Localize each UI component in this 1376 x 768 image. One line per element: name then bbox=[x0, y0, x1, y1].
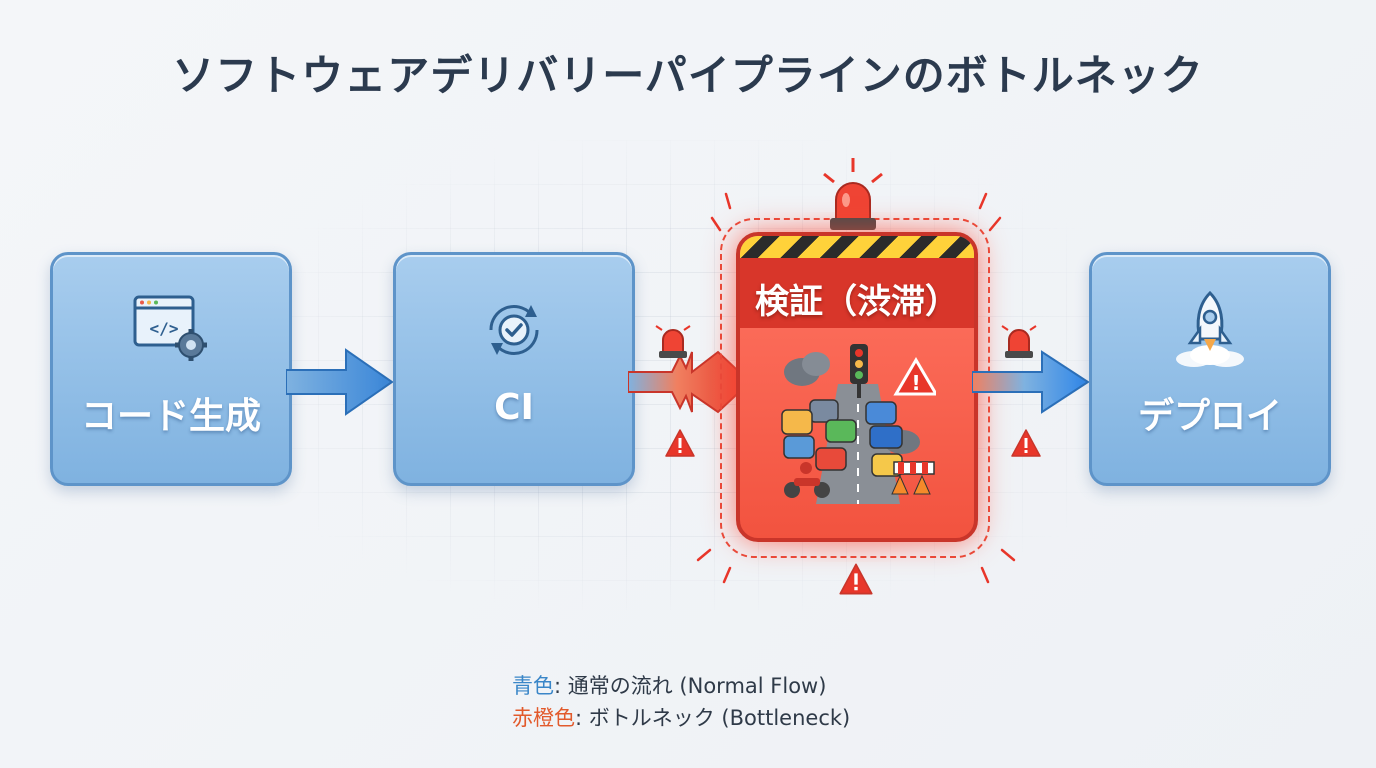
legend-bottleneck-text: : ボトルネック (Bottleneck) bbox=[575, 706, 851, 730]
warning-icon bbox=[1011, 429, 1041, 457]
stage-deploy: デプロイ bbox=[1089, 252, 1331, 486]
svg-text:!: ! bbox=[911, 371, 920, 395]
stage-label: 検証（渋滞） bbox=[755, 282, 959, 322]
flow-arrow-icon bbox=[628, 350, 752, 414]
stage-code-generation: </> コード生成 bbox=[50, 252, 292, 486]
legend-normal: 青色: 通常の流れ (Normal Flow) bbox=[512, 670, 850, 702]
hazard-stripe bbox=[740, 236, 974, 258]
stage-verification-bottleneck: 検証（渋滞） ! bbox=[736, 232, 978, 542]
legend-normal-key: 青色 bbox=[512, 674, 554, 698]
stage-ci: CI bbox=[393, 252, 635, 486]
warning-icon bbox=[665, 429, 695, 457]
siren-icon bbox=[823, 158, 883, 230]
siren-icon bbox=[1001, 325, 1037, 358]
legend-bottleneck: 赤橙色: ボトルネック (Bottleneck) bbox=[512, 702, 850, 734]
stage-label: デプロイ bbox=[1137, 396, 1282, 437]
diagram-title: ソフトウェアデリバリーパイプラインのボトルネック bbox=[172, 51, 1204, 100]
legend-normal-text: : 通常の流れ (Normal Flow) bbox=[554, 674, 827, 698]
warning-icon bbox=[839, 563, 873, 595]
flow-arrow-icon bbox=[972, 350, 1090, 414]
siren-icon bbox=[655, 325, 691, 358]
stage-label: CI bbox=[494, 387, 534, 428]
stage-label: コード生成 bbox=[80, 396, 261, 437]
flow-arrow-icon bbox=[286, 348, 394, 416]
svg-text:</>: </> bbox=[150, 319, 179, 338]
code-window-gear-icon: </> bbox=[133, 295, 207, 361]
alert-sparks bbox=[696, 192, 1016, 584]
rocket-icon bbox=[1176, 290, 1244, 367]
legend: 青色: 通常の流れ (Normal Flow) 赤橙色: ボトルネック (Bot… bbox=[512, 670, 850, 734]
legend-bottleneck-key: 赤橙色 bbox=[512, 706, 575, 730]
sync-check-icon bbox=[489, 305, 539, 355]
verify-header bbox=[740, 258, 974, 328]
traffic-jam-icon: ! bbox=[781, 344, 936, 504]
